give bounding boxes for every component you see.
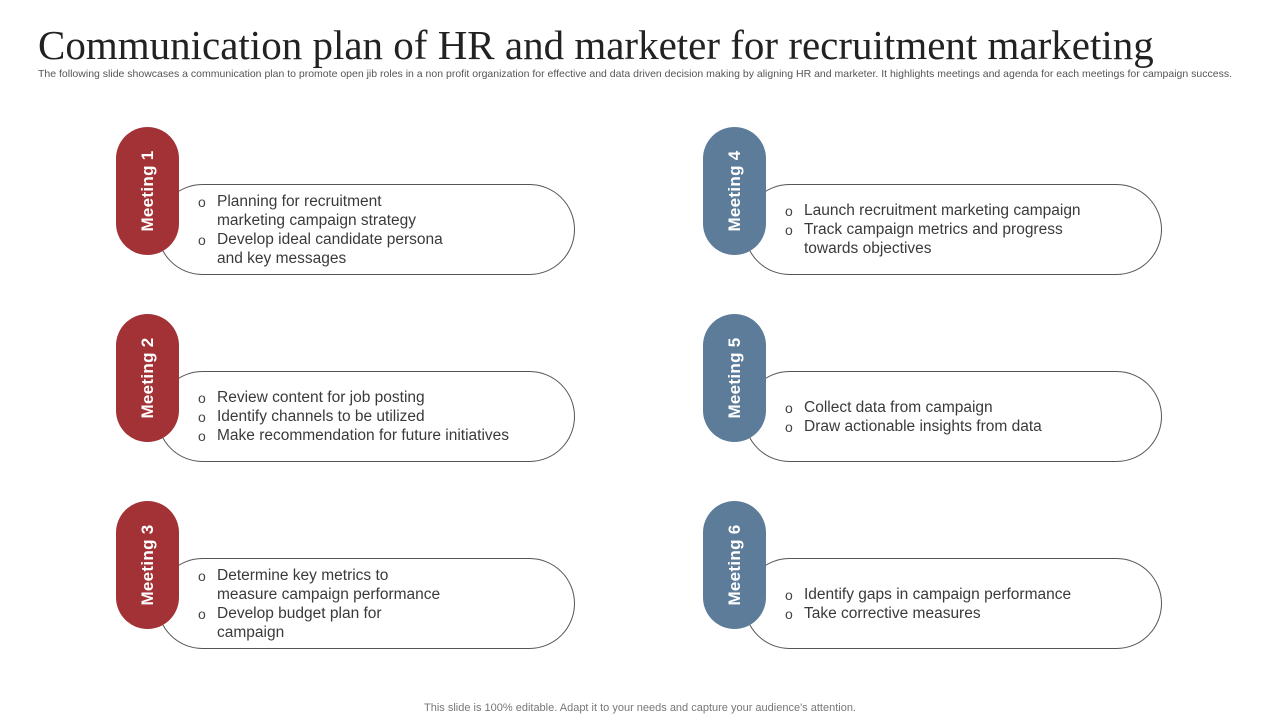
meeting-5-agenda-list: Collect data from campaign Draw actionab… — [785, 372, 1135, 461]
meeting-4-agenda-box: Launch recruitment marketing campaign Tr… — [744, 184, 1162, 275]
meeting-1-badge: Meeting 1 — [116, 127, 179, 255]
meeting-card-1: Planning for recruitment marketing campa… — [0, 127, 575, 275]
meeting-5-label: Meeting 5 — [724, 337, 744, 419]
meeting-1-agenda-item: Develop ideal candidate persona and key … — [198, 230, 443, 268]
meeting-card-2: Review content for job posting Identify … — [0, 314, 575, 462]
meeting-1-agenda-item: Planning for recruitment marketing campa… — [198, 192, 443, 230]
meeting-2-badge: Meeting 2 — [116, 314, 179, 442]
meeting-6-badge: Meeting 6 — [703, 501, 766, 629]
meeting-card-5: Collect data from campaign Draw actionab… — [587, 314, 1162, 462]
meeting-card-3: Determine key metrics to measure campaig… — [0, 501, 575, 649]
slide-footer: This slide is 100% editable. Adapt it to… — [424, 702, 856, 714]
meeting-5-agenda-item: Draw actionable insights from data — [785, 417, 1135, 437]
meeting-3-label: Meeting 3 — [137, 524, 157, 606]
meeting-6-agenda-item: Take corrective measures — [785, 604, 1135, 624]
meeting-5-agenda-box: Collect data from campaign Draw actionab… — [744, 371, 1162, 462]
meeting-2-label: Meeting 2 — [137, 337, 157, 419]
meeting-6-label: Meeting 6 — [724, 524, 744, 606]
meeting-2-agenda-item: Review content for job posting — [198, 388, 548, 408]
meeting-1-agenda-box: Planning for recruitment marketing campa… — [157, 184, 575, 275]
meeting-4-agenda-item: Track campaign metrics and progress towa… — [785, 220, 1085, 258]
meeting-card-6: Identify gaps in campaign performance Ta… — [587, 501, 1162, 649]
meeting-3-agenda-list: Determine key metrics to measure campaig… — [198, 559, 448, 648]
meeting-2-agenda-item: Make recommendation for future initiativ… — [198, 426, 548, 446]
meeting-2-agenda-list: Review content for job posting Identify … — [198, 372, 548, 461]
slide-subtitle: The following slide showcases a communic… — [38, 68, 1232, 80]
meeting-6-agenda-list: Identify gaps in campaign performance Ta… — [785, 559, 1135, 648]
meeting-5-agenda-item: Collect data from campaign — [785, 398, 1135, 418]
meeting-3-badge: Meeting 3 — [116, 501, 179, 629]
meeting-4-agenda-list: Launch recruitment marketing campaign Tr… — [785, 185, 1085, 274]
meeting-3-agenda-item: Determine key metrics to measure campaig… — [198, 566, 448, 604]
meeting-2-agenda-item: Identify channels to be utilized — [198, 407, 548, 427]
meeting-6-agenda-item: Identify gaps in campaign performance — [785, 585, 1135, 605]
slide-title: Communication plan of HR and marketer fo… — [38, 22, 1154, 68]
meeting-2-agenda-box: Review content for job posting Identify … — [157, 371, 575, 462]
meeting-4-badge: Meeting 4 — [703, 127, 766, 255]
meeting-1-label: Meeting 1 — [137, 150, 157, 232]
meeting-card-4: Launch recruitment marketing campaign Tr… — [587, 127, 1162, 275]
meeting-1-agenda-list: Planning for recruitment marketing campa… — [198, 185, 443, 274]
meeting-6-agenda-box: Identify gaps in campaign performance Ta… — [744, 558, 1162, 649]
meeting-3-agenda-item: Develop budget plan for campaign — [198, 604, 448, 642]
meeting-3-agenda-box: Determine key metrics to measure campaig… — [157, 558, 575, 649]
meeting-5-badge: Meeting 5 — [703, 314, 766, 442]
meeting-4-label: Meeting 4 — [724, 150, 744, 232]
meeting-4-agenda-item: Launch recruitment marketing campaign — [785, 201, 1085, 221]
